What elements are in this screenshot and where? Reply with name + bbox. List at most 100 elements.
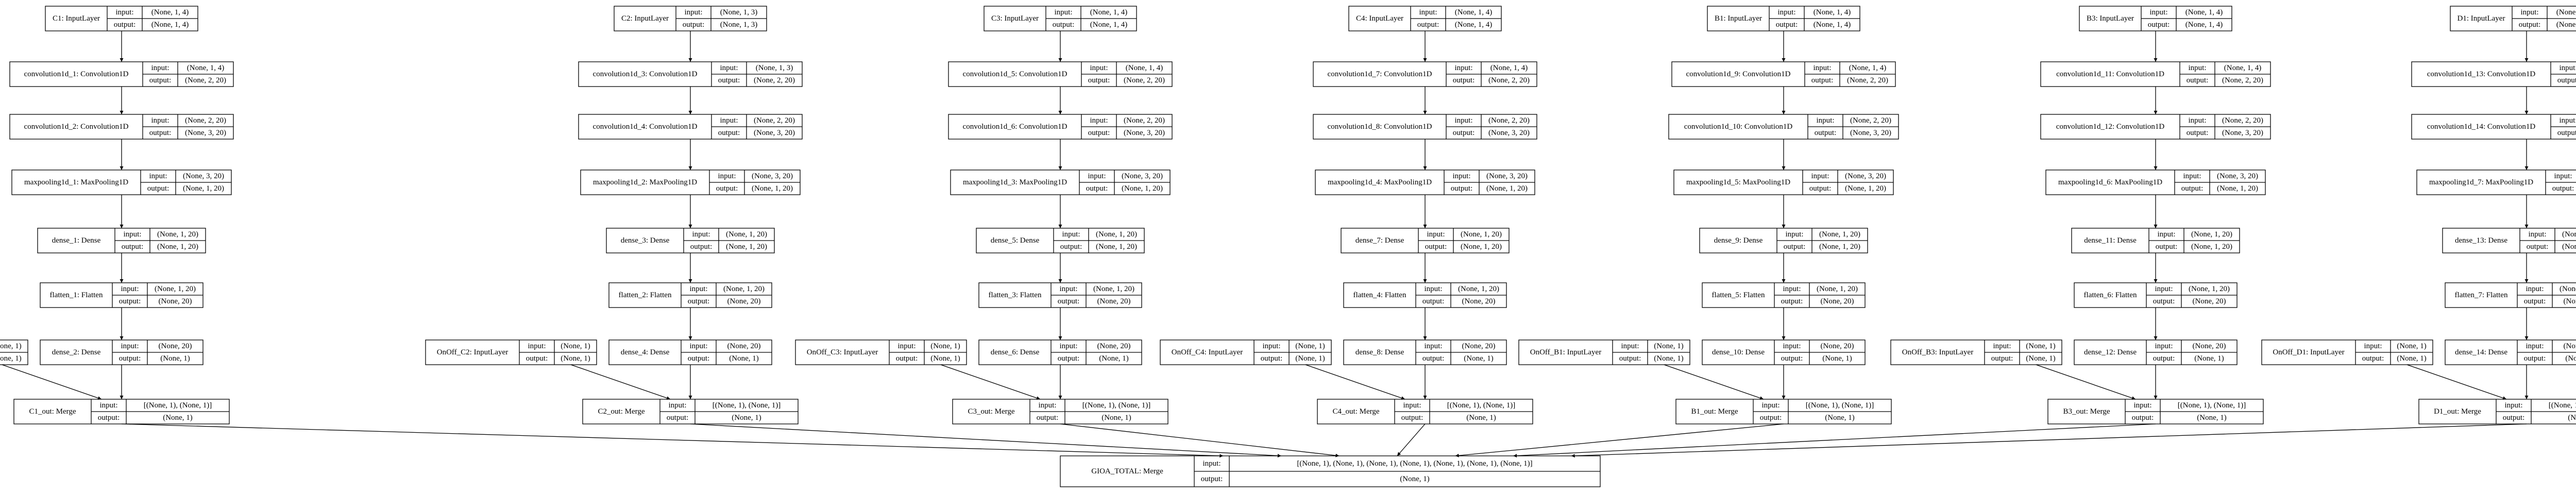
input-shape: (None, 1, 20) <box>2560 285 2576 293</box>
layer-node: convolution1d_4: Convolution1Dinput:outp… <box>578 114 803 140</box>
layer-label: B3_out: Merge <box>2063 407 2110 416</box>
layer-label: OnOff_B3: InputLayer <box>1902 348 1973 356</box>
edge-arrow <box>1571 423 2527 458</box>
input-shape: (None, 1, 20) <box>1093 285 1134 293</box>
output-key: output: <box>690 243 713 251</box>
input-shape: (None, 2, 20) <box>1124 116 1165 125</box>
input-shape: (None, 1, 20) <box>2191 230 2232 239</box>
input-key: input: <box>528 342 546 350</box>
layer-label: maxpooling1d_5: MaxPooling1D <box>1686 178 1790 186</box>
output-key: output: <box>2132 414 2154 422</box>
input-shape: (None, 3, 20) <box>2217 172 2258 180</box>
output-shape: (None, 1) <box>2026 354 2055 363</box>
layer-label: C1_out: Merge <box>29 407 76 416</box>
input-key: input: <box>1783 342 1801 350</box>
output-key: output: <box>2153 354 2175 363</box>
output-key: output: <box>1451 184 1473 193</box>
input-shape: (None, 1) <box>1654 342 1683 350</box>
output-key: output: <box>149 76 172 84</box>
input-key: input: <box>2504 401 2522 410</box>
layer-label: dense_9: Dense <box>1714 236 1763 245</box>
layer-label: convolution1d_13: Convolution1D <box>2427 70 2536 78</box>
layer-node: maxpooling1d_5: MaxPooling1Dinput:output… <box>1673 169 1894 195</box>
output-key: output: <box>1811 76 1834 84</box>
input-shape: (None, 1, 3) <box>720 8 757 16</box>
edge-arrow <box>1513 423 2156 458</box>
onoff-node: OnOff_D1: InputLayerinput:output:(None, … <box>2261 339 2433 365</box>
input-key: input: <box>720 116 738 125</box>
output-key: output: <box>718 76 740 84</box>
output-key: output: <box>1619 354 1641 363</box>
layer-label: GIOA_TOTAL: Merge <box>1091 467 1163 475</box>
layer-label: dense_13: Dense <box>2455 236 2507 245</box>
input-shape: (None, 3, 20) <box>183 172 224 180</box>
output-key: output: <box>1088 76 1110 84</box>
output-key: output: <box>1401 414 1423 422</box>
edge-arrow <box>690 423 1281 458</box>
output-key: output: <box>119 297 141 305</box>
layer-label: dense_5: Dense <box>991 236 1040 245</box>
edge-arrow <box>1305 364 1405 400</box>
input-shape: (None, 1) <box>2397 342 2426 350</box>
output-shape: (None, 3, 20) <box>1124 129 1165 137</box>
input-shape: (None, 1, 4) <box>187 64 224 72</box>
input-key: input: <box>1813 64 1831 72</box>
input-key: input: <box>689 342 707 350</box>
output-shape: (None, 2, 20) <box>2222 76 2263 84</box>
input-shape: (None, 20) <box>2564 342 2576 350</box>
input-shape: (None, 3, 20) <box>752 172 793 180</box>
input-key: input: <box>1090 116 1108 125</box>
layer-label: convolution1d_9: Convolution1D <box>1686 70 1791 78</box>
layer-label: C3: InputLayer <box>991 14 1039 23</box>
output-shape: (None, 1) <box>729 354 758 363</box>
input-shape: [(None, 1), (None, 1)] <box>2549 401 2576 410</box>
input-shape: (None, 2, 20) <box>2222 116 2263 125</box>
output-key: output: <box>1453 76 1475 84</box>
output-key: output: <box>98 414 120 422</box>
input-key: input: <box>1062 230 1080 239</box>
input-key: input: <box>1427 230 1445 239</box>
layer-label: C1: InputLayer <box>53 14 100 23</box>
output-key: output: <box>896 354 918 363</box>
output-shape: (None, 2, 20) <box>1124 76 1165 84</box>
edge-arrow <box>1060 423 1340 457</box>
layer-label: convolution1d_14: Convolution1D <box>2427 123 2536 131</box>
output-key: output: <box>2557 76 2576 84</box>
layer-node: maxpooling1d_7: MaxPooling1Dinput:output… <box>2416 169 2576 195</box>
layer-node: maxpooling1d_6: MaxPooling1Dinput:output… <box>2045 169 2266 195</box>
output-key: output: <box>688 297 710 305</box>
onoff-node: OnOff_B1: InputLayerinput:output:(None, … <box>1518 339 1690 365</box>
layer-node: convolution1d_6: Convolution1Dinput:outp… <box>948 114 1173 140</box>
output-shape: (None, 1, 20) <box>1819 243 1860 251</box>
output-key: output: <box>2527 243 2549 251</box>
input-shape: (None, 1) <box>561 342 590 350</box>
layer-label: OnOff_C3: InputLayer <box>807 348 878 356</box>
output-key: output: <box>147 184 170 193</box>
layer-label: dense_3: Dense <box>621 236 670 245</box>
output-shape: (None, 1) <box>1101 414 1131 422</box>
input-shape: (None, 1, 4) <box>151 8 189 16</box>
layer-node: convolution1d_2: Convolution1Dinput:outp… <box>9 114 234 140</box>
layer-label: convolution1d_10: Convolution1D <box>1684 123 1793 131</box>
output-key: output: <box>119 354 141 363</box>
output-key: output: <box>1422 354 1445 363</box>
input-shape: [(None, 1), (None, 1)] <box>2178 401 2246 410</box>
output-shape: (None, 1) <box>0 354 22 363</box>
input-shape: (None, 1, 4) <box>2224 64 2261 72</box>
input-key: input: <box>151 64 169 72</box>
output-key: output: <box>2552 184 2574 193</box>
output-shape: (None, 3, 20) <box>754 129 795 137</box>
output-shape: (None, 20) <box>1462 297 1496 305</box>
output-shape: (None, 1, 4) <box>151 21 189 29</box>
